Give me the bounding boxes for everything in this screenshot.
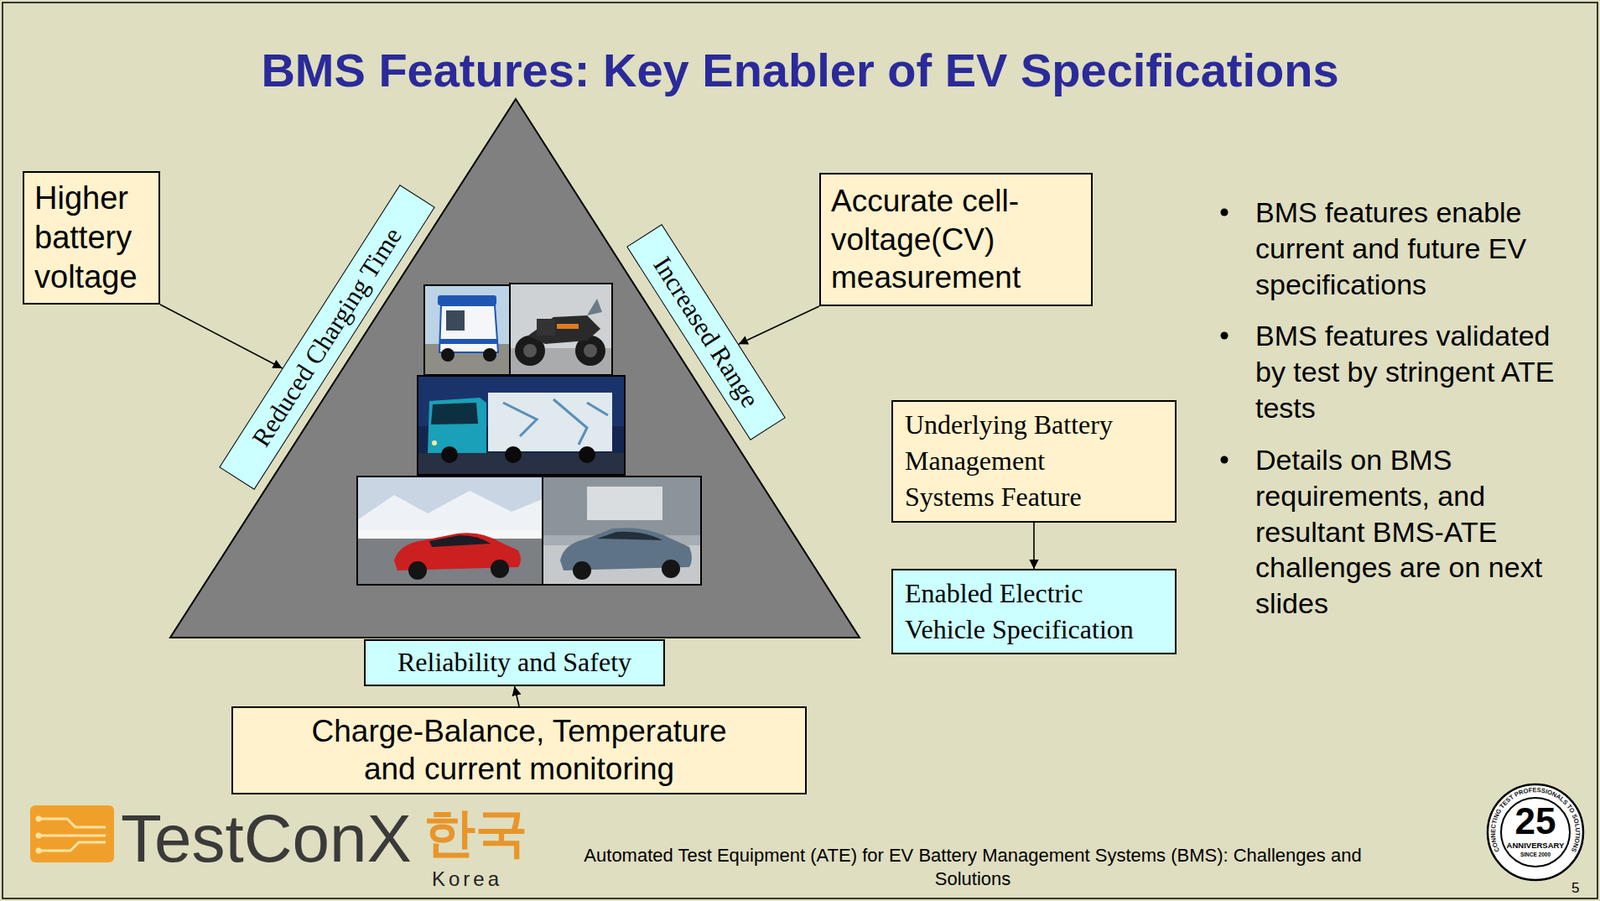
motorcycle-body <box>528 315 601 344</box>
logo-pad <box>36 847 42 854</box>
truck-windshield <box>431 402 478 425</box>
bullet-dot <box>1220 332 1229 340</box>
photo-frame <box>542 476 702 585</box>
legend-feature-box: Underlying Battery Management Systems Fe… <box>891 400 1177 523</box>
photo-ground <box>509 283 613 375</box>
node-text: Underlying Battery Management Systems Fe… <box>904 406 1125 516</box>
node-text: Higher battery voltage <box>34 178 149 297</box>
node-text: Reduced Charging Time <box>245 222 409 453</box>
logo-korean: 한국 <box>423 806 528 859</box>
wheel <box>490 559 510 578</box>
rickshaw-window <box>446 310 465 331</box>
logo-country: Korea <box>431 868 503 889</box>
truck-pattern <box>503 399 608 445</box>
wheel <box>441 348 455 362</box>
headlight <box>431 440 437 446</box>
connector-arrow <box>160 304 283 369</box>
feature-box: Charge-Balance, Temperature and current … <box>231 706 807 795</box>
bullet-dot <box>1220 208 1229 217</box>
bullet-text: BMS features validated by test by string… <box>1255 317 1583 426</box>
photo-frame <box>417 375 625 475</box>
wheel <box>483 348 497 362</box>
logo-pad <box>36 832 42 839</box>
wheel <box>504 446 522 463</box>
photo-frame <box>509 283 613 375</box>
car-window <box>597 531 663 541</box>
slide-title: BMS Features: Key Enabler of EV Specific… <box>0 41 1600 99</box>
rickshaw-body <box>439 305 499 353</box>
bullet-dot <box>1220 456 1229 464</box>
showroom-wall <box>542 476 702 536</box>
seal-number: 25 <box>1485 802 1586 840</box>
spec-band: Increased Range <box>626 223 786 441</box>
truck-cab <box>427 397 487 453</box>
photo-ground <box>417 375 625 475</box>
bullet-text: Details on BMS requirements, and resulta… <box>1255 441 1583 622</box>
bullet-text: BMS features enable current and future E… <box>1255 194 1583 302</box>
node-text: Enabled Electric Vehicle Specification <box>904 575 1159 648</box>
car-window <box>429 535 491 547</box>
logo-icon <box>30 805 115 863</box>
node-text: Charge-Balance, Temperature and current … <box>243 712 795 788</box>
seal-text: SINCE 2000 <box>1485 851 1586 858</box>
logo-pad <box>36 815 42 822</box>
connector-arrow <box>1033 522 1035 569</box>
logo-wordmark: TestConX <box>120 805 412 873</box>
legend-spec-box: Enabled Electric Vehicle Specification <box>891 568 1177 655</box>
motorcycle-accent <box>556 323 579 329</box>
wheel-hub <box>523 343 537 358</box>
wheel <box>661 559 681 578</box>
rickshaw-stripe <box>439 338 499 344</box>
spec-band: Reduced Charging Time <box>218 184 436 490</box>
node-text: Increased Range <box>646 250 766 413</box>
wheel <box>441 446 458 463</box>
showroom-panel <box>587 486 663 520</box>
truck-box <box>488 392 613 452</box>
spec-box: Reliability and Safety <box>363 638 665 686</box>
rickshaw-roof <box>437 295 497 306</box>
motorcycle-screen <box>587 298 603 316</box>
wheel <box>572 561 592 580</box>
spec-triangle <box>170 98 860 638</box>
footer-text: Automated Test Equipment (ATE) for EV Ba… <box>553 843 1393 890</box>
wheel <box>408 561 427 580</box>
wheel-hub <box>583 343 598 358</box>
photo-frame <box>357 476 543 585</box>
connector-arrow <box>738 306 820 344</box>
feature-box: Accurate cell-voltage(CV) measurement <box>819 172 1093 307</box>
photo-ground <box>357 476 543 585</box>
node-text: Reliability and Safety <box>374 644 655 681</box>
connector-arrow <box>514 685 520 707</box>
feature-box: Higher battery voltage <box>22 171 161 305</box>
motorcycle-bag <box>536 318 556 336</box>
wheel <box>578 446 596 463</box>
node-text: Accurate cell-voltage(CV) measurement <box>831 181 1081 298</box>
seal-text: ANNIVERSARY <box>1485 841 1586 850</box>
logo-circuit <box>38 818 106 851</box>
snow-mountains <box>357 490 543 537</box>
photo-frame <box>424 285 510 375</box>
page-number: 5 <box>1571 880 1580 895</box>
photo-ground <box>424 285 510 375</box>
photo-ground <box>542 476 702 585</box>
